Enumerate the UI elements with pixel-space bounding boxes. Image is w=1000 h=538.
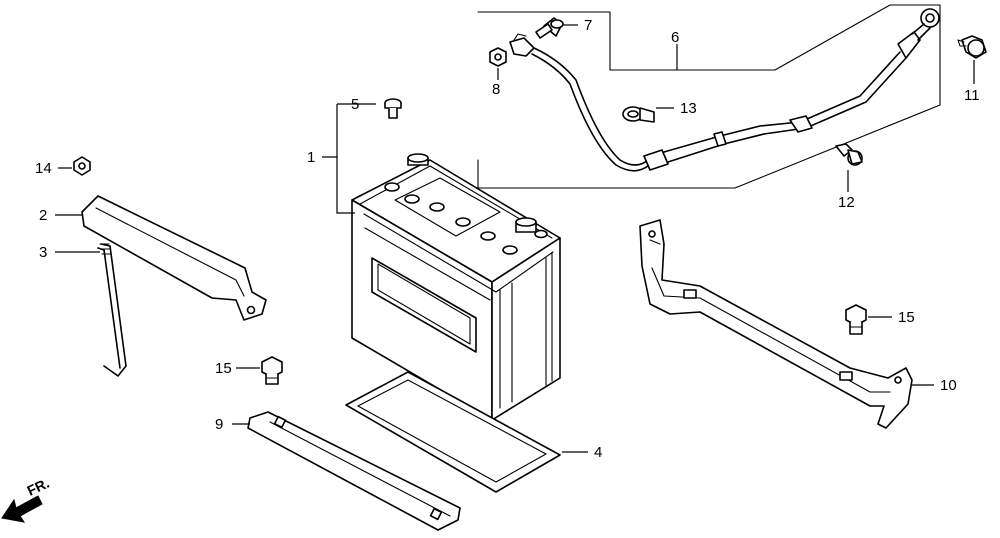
callout-7: 7 <box>584 17 592 34</box>
battery-setting-plate[interactable] <box>81 195 267 321</box>
flange-bolt-12[interactable] <box>835 143 863 166</box>
battery-box-bracket[interactable] <box>639 219 913 429</box>
callout-12: 12 <box>838 194 855 211</box>
callout-10: 10 <box>940 377 957 394</box>
battery-tray[interactable] <box>345 371 561 493</box>
flange-bolt-15-right[interactable] <box>845 304 867 335</box>
callout-4: 4 <box>594 444 602 461</box>
callout-3: 3 <box>39 244 47 261</box>
flange-bolt-11[interactable] <box>957 35 987 59</box>
battery-bolt-rod[interactable] <box>97 243 127 377</box>
callout-15-right: 15 <box>898 309 915 326</box>
flange-bolt-15-left[interactable] <box>261 356 283 385</box>
callout-15-left: 15 <box>215 360 232 377</box>
callout-13: 13 <box>680 100 697 117</box>
battery-hold-bar[interactable] <box>247 411 461 531</box>
callout-1: 1 <box>307 149 315 166</box>
callout-11: 11 <box>964 87 980 104</box>
cable-clip-13[interactable] <box>622 106 655 123</box>
front-direction-indicator: FR. <box>1 475 52 523</box>
cable-group-outline <box>477 4 941 189</box>
callout-8: 8 <box>492 81 500 98</box>
callout-2: 2 <box>39 207 47 224</box>
front-direction-label: FR. <box>25 475 52 499</box>
terminal-nut-8[interactable] <box>489 47 507 67</box>
terminal-bolt-5[interactable] <box>384 98 402 119</box>
flange-nut-14[interactable] <box>73 156 91 176</box>
terminal-bolt-7[interactable] <box>535 17 564 39</box>
callout-9: 9 <box>215 416 223 433</box>
leader-lines <box>55 24 975 453</box>
battery[interactable] <box>351 153 561 421</box>
callout-labels: 1 2 3 4 5 6 7 8 9 10 11 12 13 14 15 15 <box>35 17 980 461</box>
callout-5: 5 <box>351 96 359 113</box>
callout-14: 14 <box>35 160 52 177</box>
ground-cable[interactable] <box>509 8 940 172</box>
front-arrow-icon <box>1 495 43 523</box>
callout-6: 6 <box>671 29 679 46</box>
